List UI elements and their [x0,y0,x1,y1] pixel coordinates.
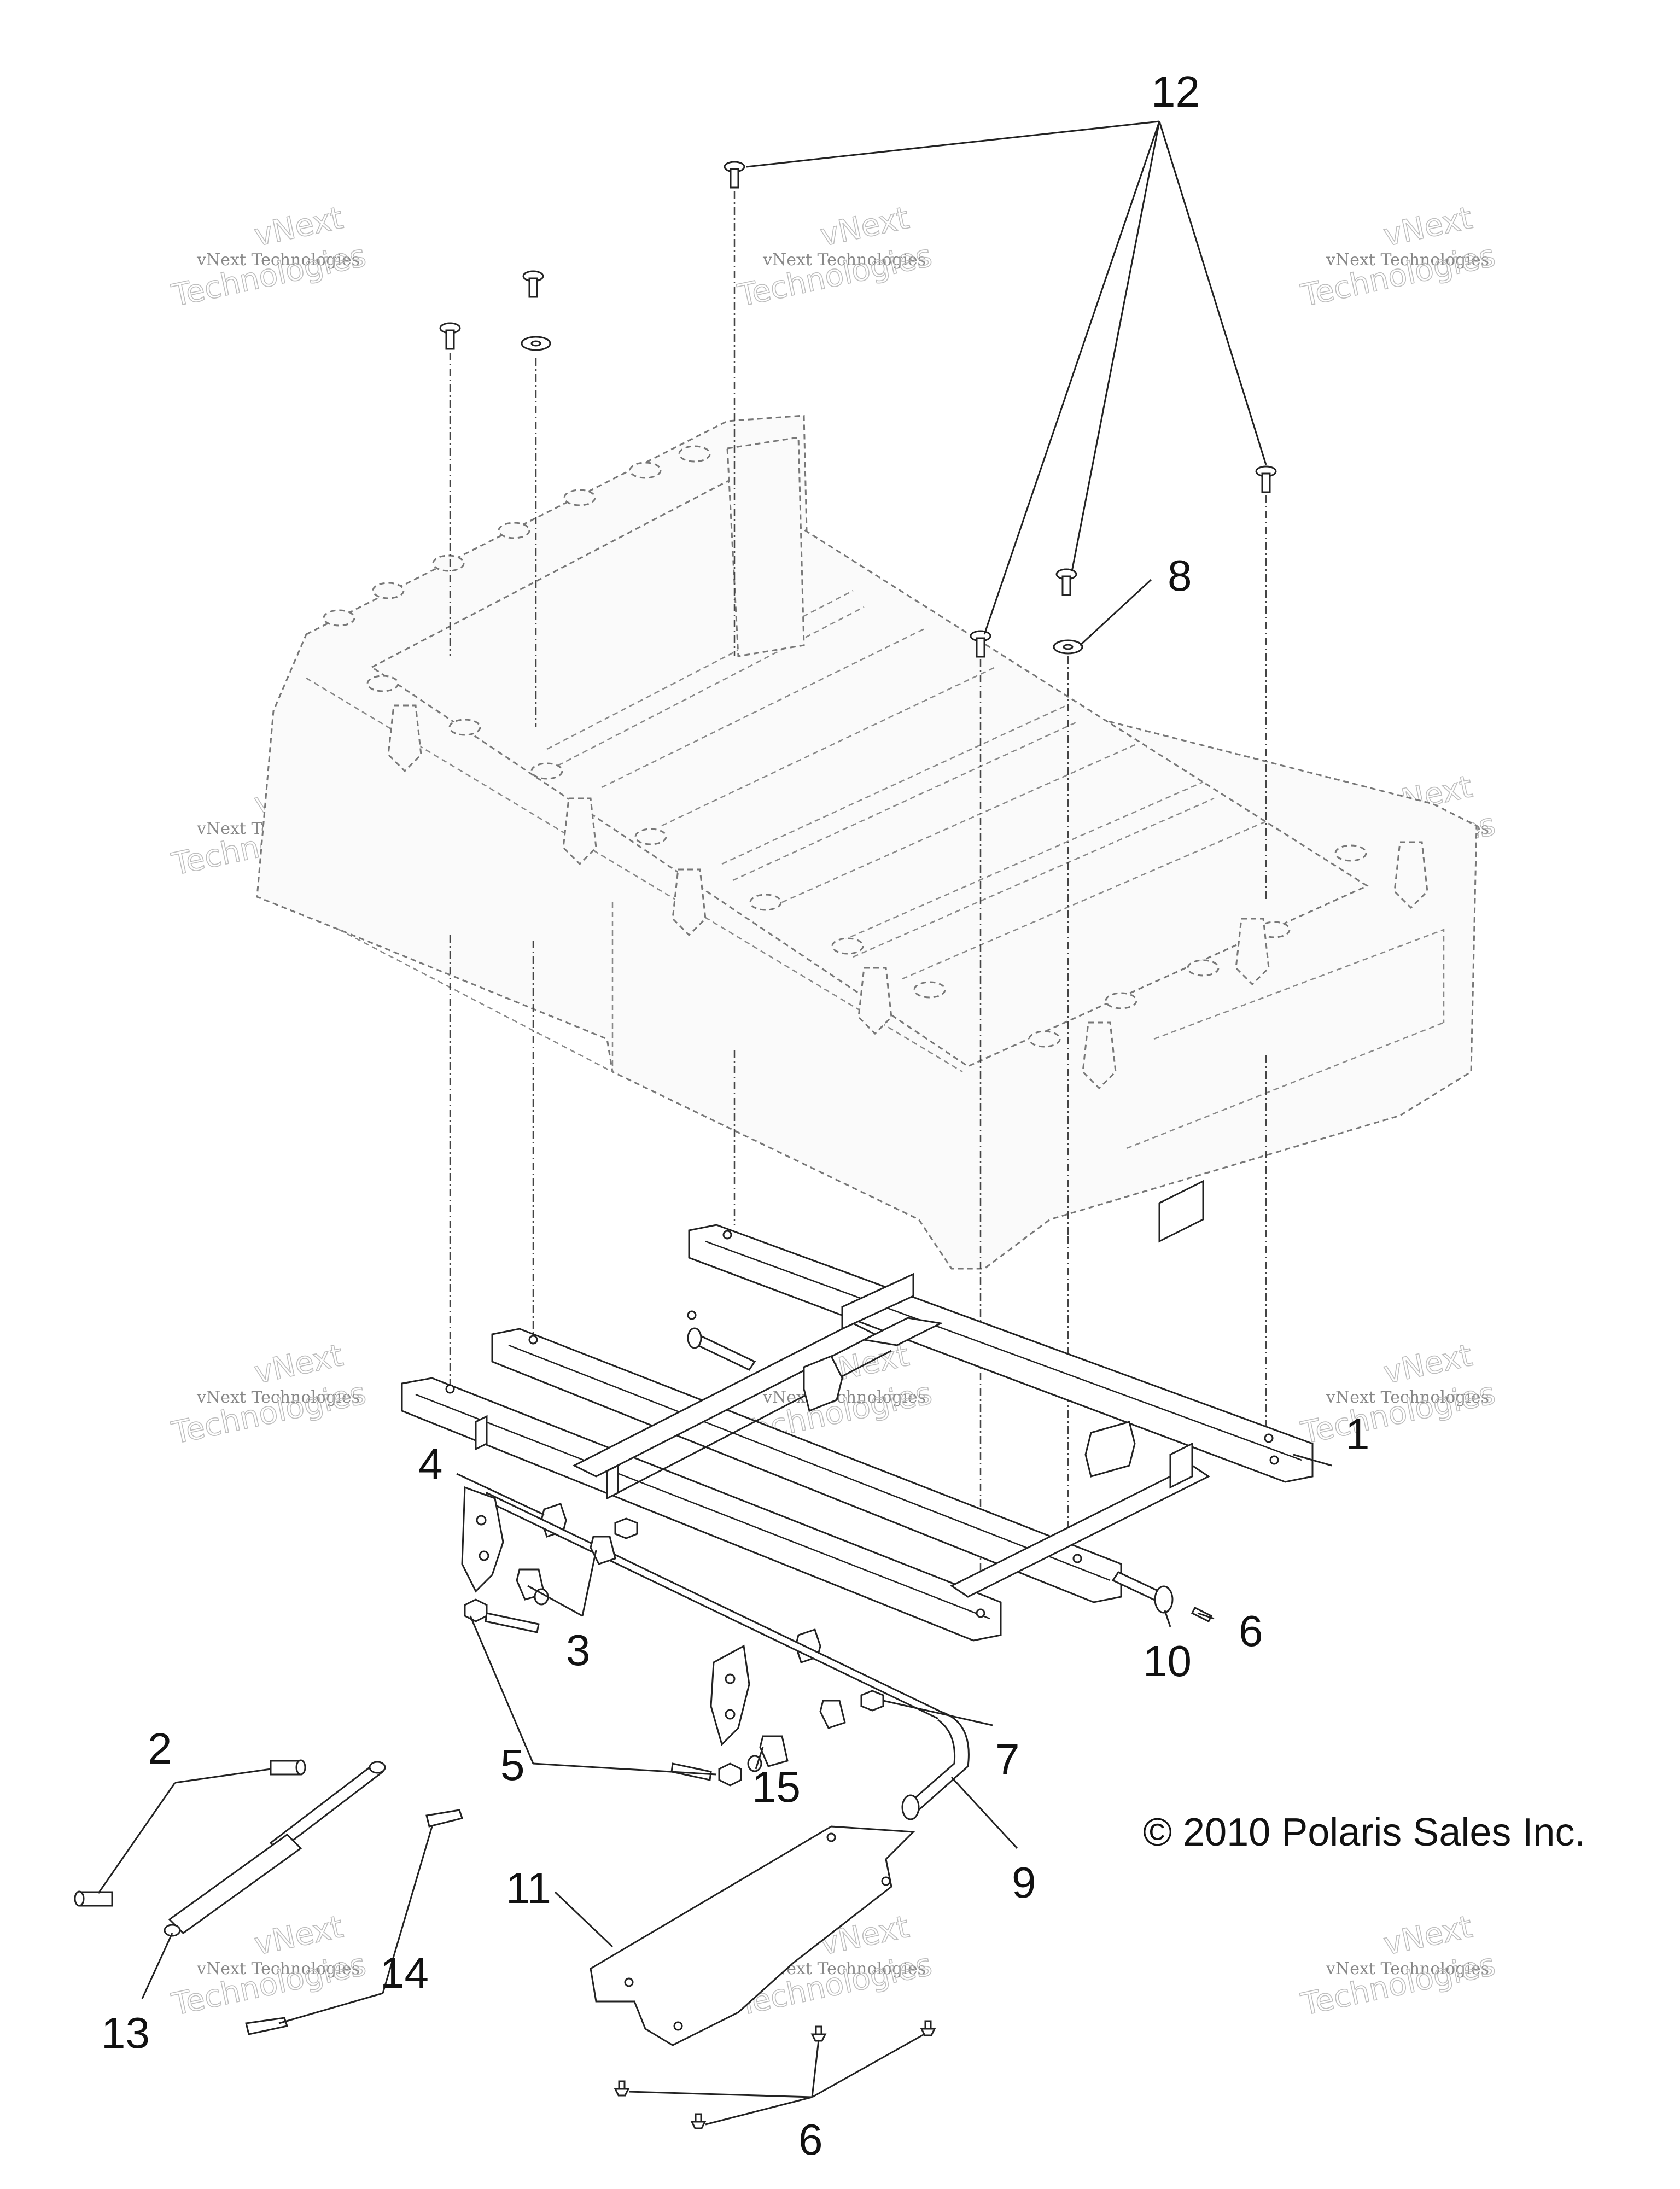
screw [724,161,745,189]
callout-6-bottom: 6 [798,2115,823,2164]
callout-4: 4 [418,1440,443,1488]
skid-plate-11 [590,1825,915,2046]
callout-5: 5 [500,1741,525,1789]
callout-3: 3 [566,1626,591,1674]
screw [970,630,991,658]
leader-lines [97,120,1332,2126]
gas-strut-13 [164,1761,386,1937]
washer [521,336,551,351]
watermark: vNext vNext Technologies Technologies [734,200,936,314]
watermark: vNext vNext Technologies Technologies [1298,1908,1499,2023]
callout-10: 10 [1143,1637,1192,1685]
svg-text:vNext Technologies: vNext Technologies [762,250,926,270]
callout-15: 15 [752,1762,801,1811]
callout-9: 9 [1012,1858,1036,1907]
cargo-box-bed [370,480,1369,1067]
rail-holes [445,1230,1279,1618]
screw [1255,465,1277,493]
callout-2: 2 [148,1724,172,1773]
screw [439,322,461,350]
washer [1053,639,1083,655]
callouts: 12 8 1 4 3 5 15 7 10 6 9 11 2 13 14 6 [101,67,1370,2164]
cargo-box-headboard [726,436,805,657]
screw [1055,568,1077,596]
callout-6-right: 6 [1239,1607,1263,1655]
callout-12: 12 [1151,67,1200,116]
svg-text:vNext Technologies: vNext Technologies [196,250,360,270]
pin-upper [687,1310,756,1371]
callout-8: 8 [1168,551,1192,600]
watermark: vNext vNext Technologies Technologies [1298,200,1499,314]
bolt-5 [464,1598,742,1787]
watermark: vNext vNext Technologies Technologies [168,200,370,314]
latch-plate-right [710,1644,750,1746]
rivets-6 [614,2020,936,2129]
callout-7: 7 [995,1735,1020,1784]
pin-2 [74,1759,306,1907]
bed-ribs [546,589,1269,980]
tie-down-hooks [387,704,1428,1090]
svg-text:vNext Technologies: vNext Technologies [1326,250,1489,270]
screws-12 [439,161,1277,658]
latch-plate-left [461,1486,504,1593]
callout-13: 13 [101,2009,150,2057]
svg-text:vNext Technologies: vNext Technologies [196,1388,360,1407]
pin-10 [1111,1571,1174,1614]
callout-1: 1 [1345,1410,1370,1458]
cargo-box [256,415,1478,1270]
svg-text:vNext Technologies: vNext Technologies [196,1959,360,1978]
svg-text:vNext Technologies: vNext Technologies [1326,1959,1489,1978]
svg-text:vNext Technologies: vNext Technologies [1326,1388,1489,1407]
watermark: vNext vNext Technologies Technologies [1298,1337,1499,1451]
washers-8 [521,336,1083,655]
screw [522,270,544,298]
bushing-3 [516,1536,846,1767]
nut-7 [614,1517,884,1712]
callout-11: 11 [506,1864,551,1912]
copyright-notice: © 2010 Polaris Sales Inc. [1143,1811,1585,1854]
stake-pockets [323,445,1367,1048]
watermark: vNext vNext Technologies Technologies [168,1337,370,1451]
clip-14 [245,1809,463,2035]
cargo-frame [401,1180,1314,1642]
callout-14: 14 [380,1948,429,1997]
